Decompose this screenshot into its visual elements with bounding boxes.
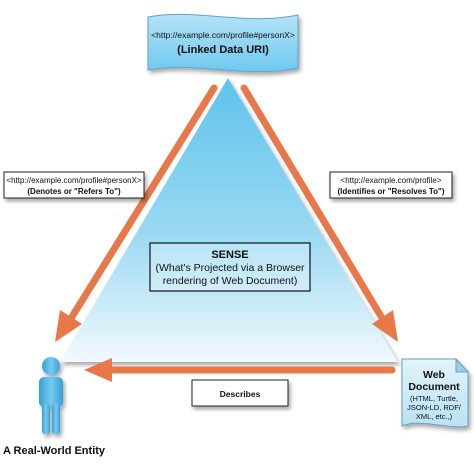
entity-label: A Real-World Entity: [3, 445, 106, 457]
sense-line-2: rendering of Web Document): [163, 275, 298, 287]
top-node-caption: (Linked Data URI): [177, 44, 269, 56]
right-edge-caption: (Identifies or "Resolves To"): [337, 187, 444, 196]
describes-label: Describes: [220, 389, 261, 399]
web-document-icon: [401, 357, 470, 428]
left-edge-uri: <http://example.com/profile#personX>: [6, 176, 142, 185]
web-document-title-2: Document: [408, 381, 460, 393]
web-document-line-3: XML, etc.,): [416, 412, 453, 421]
resolves-arrow: [240, 84, 398, 342]
right-edge-label-box: [329, 171, 453, 199]
person-icon: [39, 357, 63, 434]
describes-label-box: [191, 379, 289, 407]
web-document-line-1: (HTML, Turtle,: [410, 394, 458, 403]
left-edge-caption: (Denotes or "Refers To"): [27, 187, 121, 196]
sense-box: [149, 242, 311, 292]
describes-arrow: [84, 358, 396, 382]
right-edge-uri: <http://example.com/profile>: [341, 176, 442, 185]
left-edge-label-box: [3, 171, 145, 199]
sense-line-1: (What's Projected via a Browser: [155, 262, 305, 274]
web-document-line-2: JSON-LD, RDF/: [407, 403, 462, 412]
sense-triangle: [60, 78, 398, 362]
web-document-title-1: Web: [423, 369, 445, 381]
denotes-arrow: [55, 84, 218, 342]
linked-data-uri-node: [147, 13, 299, 73]
top-node-uri: <http://example.com/profile#personX>: [151, 30, 295, 40]
sense-title: SENSE: [211, 249, 248, 261]
